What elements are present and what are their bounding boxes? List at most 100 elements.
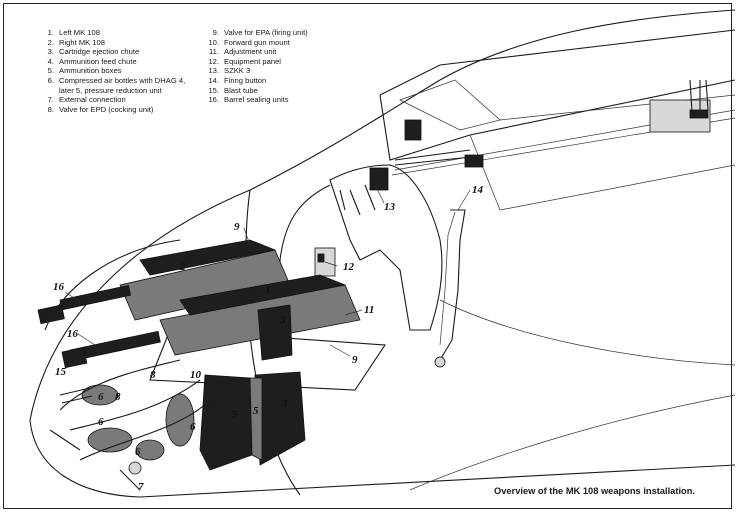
callout-5a: 5 (232, 409, 238, 421)
callout-14: 14 (472, 184, 484, 196)
legend-item-text: Right MK 108 (59, 37, 106, 47)
callout-10: 10 (190, 369, 202, 381)
legend-item-text: Equipment panel (224, 56, 281, 66)
fuselage-belly-line (439, 299, 736, 366)
legend-item-text: Barrel sealing units (224, 95, 289, 105)
callout-9a: 9 (234, 221, 240, 233)
legend-item-text: Blast tube (224, 85, 258, 95)
legend-item-number: 4. (47, 56, 54, 66)
external-connection (128, 461, 142, 475)
legend-item: 2. Right MK 108 (40, 38, 185, 48)
equipment-panel-switch (317, 253, 325, 263)
air-bottle-c (81, 384, 119, 406)
legend-item: 9. Valve for EPA (firing unit) (205, 28, 308, 38)
legend-right-column: 9. Valve for EPA (firing unit) 10. Forward … (205, 28, 308, 105)
legend-item-number: 2. (47, 37, 54, 47)
legend-item: 6.Compressed air bottles with DHAG 4, (40, 75, 186, 86)
right-barrel-seal (37, 304, 65, 325)
legend-item: 14. Firing button (205, 76, 308, 86)
callout-9b: 9 (352, 354, 358, 366)
gun-mounting-tray (149, 329, 386, 391)
legend-item: 13. SZKK 3 (205, 66, 308, 76)
legend-item-text: Firing button (224, 75, 267, 85)
legend-item-number: 11. (209, 47, 219, 57)
legend-item-number: 6. (47, 75, 54, 85)
legend-item: 7. External connection (40, 95, 185, 105)
border-frame (3, 3, 732, 509)
air-bottle-b (87, 427, 133, 453)
legend-item: 12. Equipment panel (205, 57, 308, 67)
control-stick-base (434, 356, 446, 368)
canopy-outline (379, 29, 736, 161)
left-mk108-top (179, 274, 347, 316)
cockpit-switch (464, 154, 484, 168)
callout-5b: 5 (253, 405, 259, 417)
legend-item-text: Ammunition boxes (59, 66, 122, 76)
callout-16a: 16 (53, 281, 65, 293)
callout-6b: 6 (98, 416, 104, 428)
left-barrel-seal (61, 346, 88, 369)
fuselage-mid-line (409, 394, 736, 491)
ejection-chute-right (254, 371, 306, 466)
rear-panel-cables (689, 79, 709, 113)
legend-item: 11. Adjustment unit (205, 47, 308, 57)
right-mk108-barrel (59, 284, 132, 311)
legend-item-number: 16. (208, 95, 219, 105)
legend-item-text: SZKK 3 (224, 66, 251, 76)
legend-item: 5. Ammunition boxes (40, 66, 185, 76)
callout-2: 2 (179, 261, 186, 273)
legend-item-number: 5. (47, 66, 54, 76)
legend-item-number: 12. (208, 56, 219, 66)
legend-item-text: Forward gun mount (224, 37, 290, 47)
callout-8b: 8 (150, 369, 156, 381)
legend-item-text: Cartridge ejection chute (59, 47, 140, 57)
right-mk108-top (139, 239, 277, 276)
legend-item-number: 10. (208, 37, 219, 47)
legend-item: 4.Ammunition feed chute (40, 57, 185, 67)
callout-6c: 6 (190, 421, 196, 433)
callout-3b: 3 (281, 398, 288, 410)
figure-caption: Overview of the MK 108 weapons installat… (494, 486, 695, 496)
callout-3a: 3 (279, 314, 286, 326)
callout-11: 11 (364, 304, 374, 316)
legend-item-number: 3. (47, 47, 54, 57)
legend-item-number: 15. (208, 85, 219, 95)
legend-item-text: External connection (59, 95, 126, 105)
legend-item: 15. Blast tube (205, 86, 308, 96)
air-bottle-d (135, 439, 165, 461)
fuselage-lower-outline (29, 419, 736, 498)
control-stick (439, 209, 466, 361)
ammunition-box-b (249, 377, 263, 461)
callout-12: 12 (343, 261, 355, 273)
callout-7: 7 (138, 481, 144, 493)
callout-leaders (64, 184, 471, 357)
legend-item: 10. Forward gun mount (205, 38, 308, 48)
callout-6d: 6 (135, 446, 141, 458)
legend-item: 8.Valve for EPD (cocking unit) (40, 105, 185, 115)
air-piping (49, 359, 211, 491)
legend-item-number: 8. (47, 104, 54, 114)
legend-item-number: 14. (208, 75, 219, 85)
cockpit-instrument (404, 119, 422, 141)
blast-tube (59, 387, 93, 404)
control-stick-cable (439, 211, 456, 346)
callout-15: 15 (55, 366, 67, 378)
callout-8a: 8 (115, 391, 121, 403)
legend-item-number: 7. (47, 95, 54, 105)
legend-item-text: Adjustment unit (224, 47, 277, 57)
legend-item-number: 9. (212, 28, 219, 37)
cockpit-bulkhead (329, 164, 443, 331)
legend-item-number: 1. (47, 28, 54, 37)
legend-item-text: Valve for EPA (firing unit) (224, 28, 308, 37)
legend-item-number: 13. (208, 66, 219, 76)
ammunition-box-a (199, 374, 253, 471)
legend-item-continuation: later 5, pressure reduction unit (59, 85, 162, 95)
legend-item: 16. Barrel sealing units (205, 95, 308, 105)
callout-6a: 6 (98, 391, 104, 403)
szkk3-unit (369, 167, 389, 191)
canopy-frame (399, 79, 736, 211)
ejection-chute-left (257, 304, 293, 361)
